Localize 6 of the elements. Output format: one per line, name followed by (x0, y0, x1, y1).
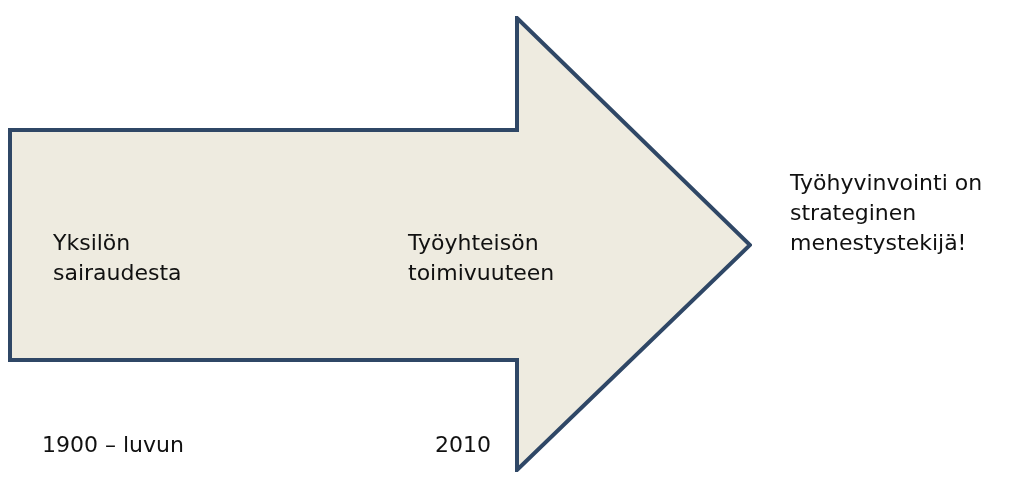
block-arrow (8, 16, 752, 472)
year-label: 2010 (435, 431, 491, 459)
arrow-text: Työyhteisön toimivuuteen (408, 229, 556, 287)
arrow-text: Yksilön sairaudesta (53, 229, 183, 287)
conclusion-text: Työhyvinvointi on strateginen menestystekijä! (790, 169, 984, 257)
year-label: 1900 – luvun (42, 431, 184, 459)
